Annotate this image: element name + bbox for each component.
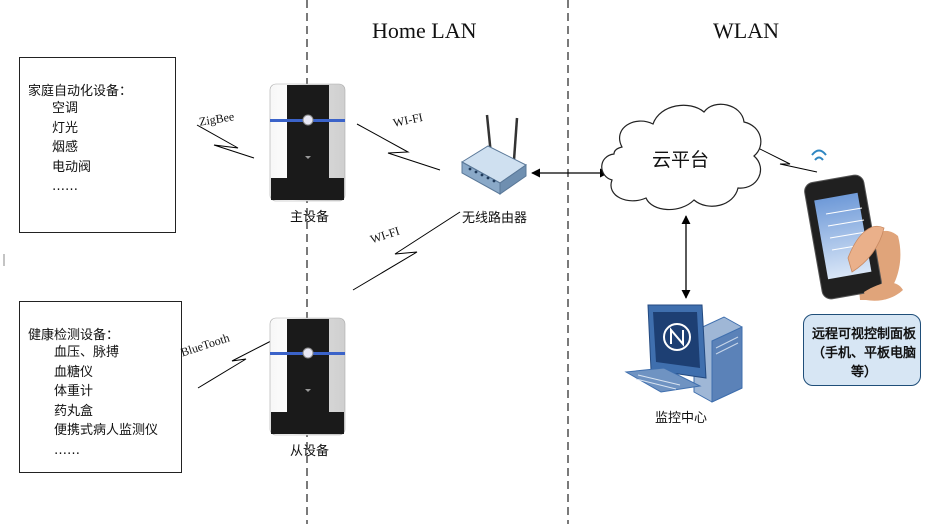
main-device-label: 主设备 xyxy=(290,210,330,225)
health-device-item: 血压、脉搏 xyxy=(54,345,120,360)
remote-control-panel-label: 远程可视控制面板（手机、平板电脑等） xyxy=(811,327,916,380)
smartphone-icon xyxy=(804,149,903,301)
main-device-icon xyxy=(269,83,346,202)
home-device-item: …… xyxy=(52,179,78,194)
health-device-item: 血糖仪 xyxy=(54,364,94,380)
remote-control-panel-box: 远程可视控制面板（手机、平板电脑等） xyxy=(803,314,921,386)
home-device-item: 烟感 xyxy=(52,140,79,155)
health-device-item: …… xyxy=(54,442,80,458)
home-automation-devices-box: 家庭自动化设备： 空调 灯光 烟感 电动阀 …… xyxy=(19,57,176,233)
wifi-main-link-line xyxy=(356,123,441,171)
health-monitoring-devices-list: 血压、脉搏 血糖仪 体重计 药丸盒 便携式病人监测仪 …… xyxy=(54,343,158,461)
home-device-item: 电动阀 xyxy=(52,159,92,175)
router-label: 无线路由器 xyxy=(462,211,528,226)
home-device-item: 灯光 xyxy=(52,120,79,136)
home-automation-devices-title: 家庭自动化设备： xyxy=(28,84,133,99)
wlan-title: WLAN xyxy=(713,18,779,43)
health-device-item: 药丸盒 xyxy=(54,403,94,419)
health-monitoring-devices-box: 健康检测设备： 血压、脉搏 血糖仪 体重计 药丸盒 便携式病人监测仪 …… xyxy=(19,301,182,473)
phone-link-line xyxy=(751,144,818,173)
router-icon xyxy=(461,114,527,195)
zigbee-link-line xyxy=(196,124,255,159)
bluetooth-link-line xyxy=(197,339,274,389)
monitor-center-label: 监控中心 xyxy=(655,411,708,426)
home-automation-devices-list: 空调 灯光 烟感 电动阀 …… xyxy=(52,99,91,197)
secondary-device-label: 从设备 xyxy=(290,444,330,459)
wifi-secondary-link-line xyxy=(352,211,461,291)
cloud-platform-shape xyxy=(601,103,762,211)
home-device-item: 空调 xyxy=(52,101,79,116)
home-lan-title: Home LAN xyxy=(372,18,477,43)
cloud-platform-label: 云平台 xyxy=(652,149,710,171)
secondary-device-icon xyxy=(269,317,346,436)
health-device-item: 便携式病人监测仪 xyxy=(54,423,159,439)
monitor-center-computer-icon xyxy=(624,304,743,403)
health-monitoring-devices-title: 健康检测设备： xyxy=(28,328,120,343)
health-device-item: 体重计 xyxy=(54,384,94,400)
